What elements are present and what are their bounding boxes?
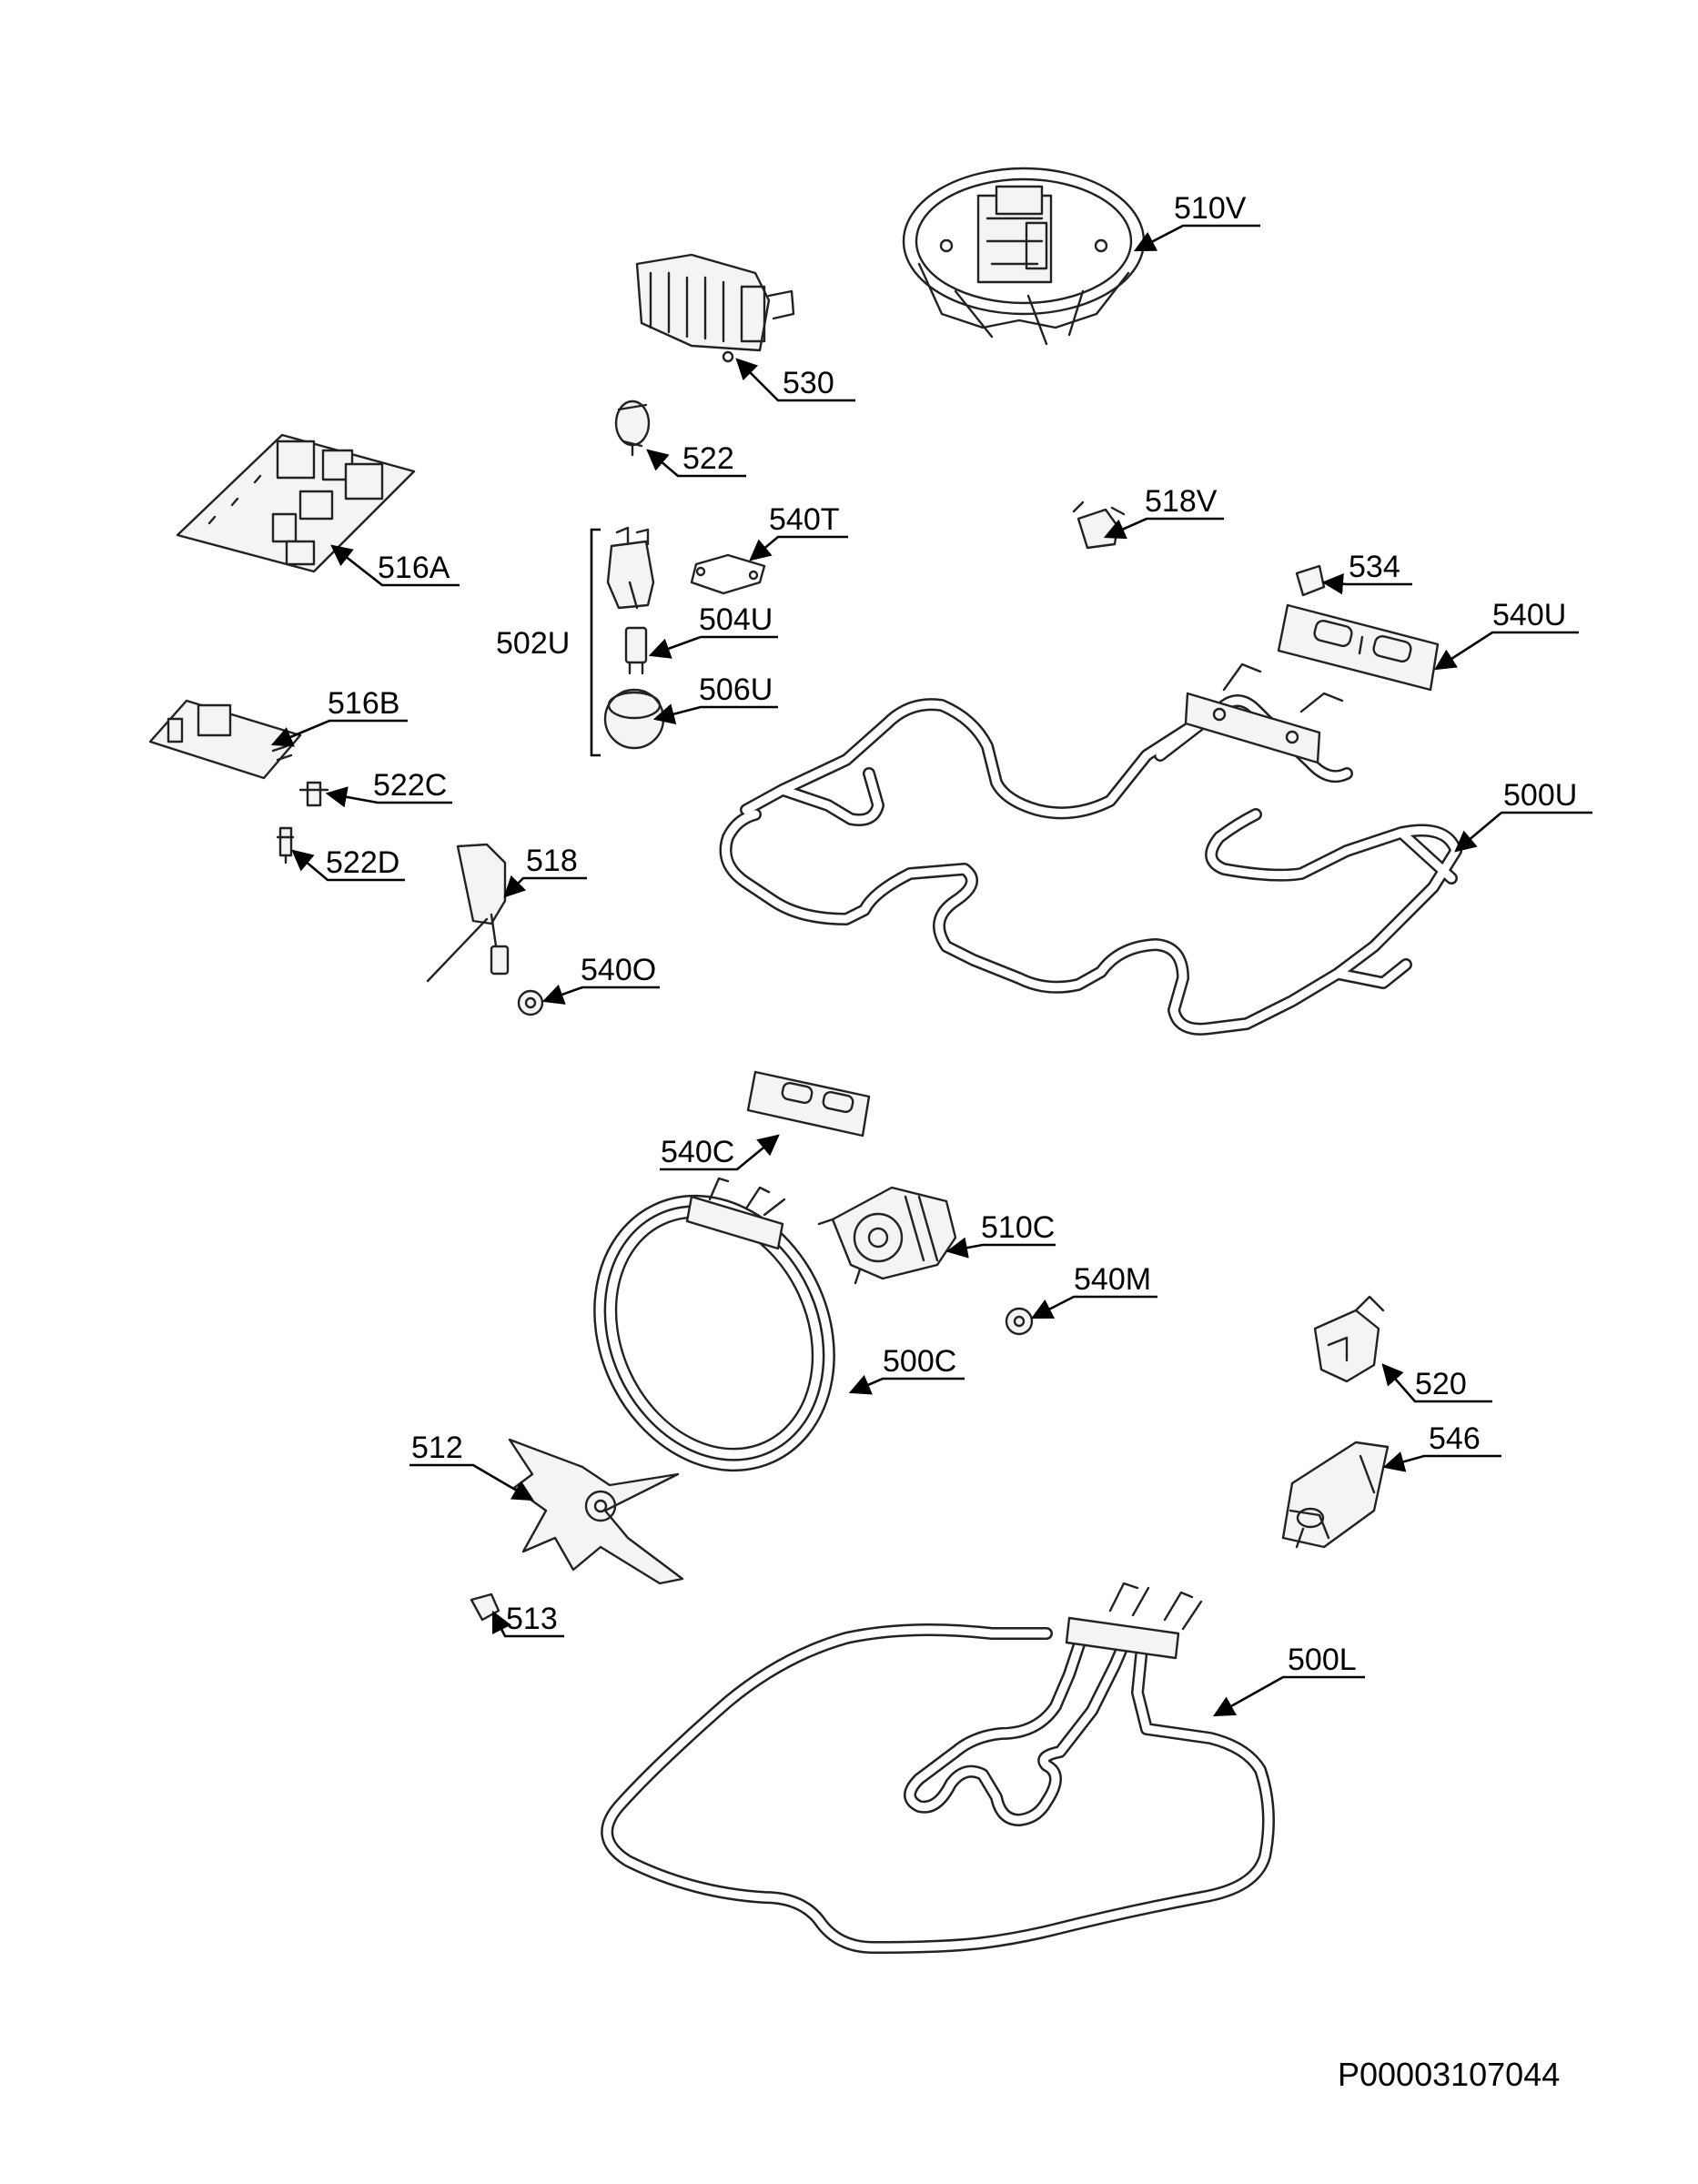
part-530-terminal-block xyxy=(635,253,795,363)
part-500U-upper-element xyxy=(719,662,1462,1036)
part-522D-sensor xyxy=(276,826,295,864)
label-518V: 518V xyxy=(1145,484,1218,519)
document-code: P00003107044 xyxy=(1338,2056,1560,2093)
leader-lines xyxy=(270,224,1592,1717)
part-540U-gasket xyxy=(1277,603,1440,692)
label-530: 530 xyxy=(783,366,834,400)
part-510V-fan-motor-assembly xyxy=(902,167,1146,346)
label-518: 518 xyxy=(526,844,578,878)
label-534: 534 xyxy=(1349,550,1400,584)
label-540U: 540U xyxy=(1492,598,1566,632)
part-546-thermostat xyxy=(1281,1441,1390,1549)
part-502U-lamp-cover xyxy=(606,526,655,610)
part-516B-board xyxy=(148,699,302,780)
label-516B: 516B xyxy=(328,686,399,721)
part-518V-switch xyxy=(1072,500,1126,550)
label-500U: 500U xyxy=(1503,778,1577,813)
bracket-502U xyxy=(590,528,601,757)
part-506U-lamp-glass xyxy=(603,688,665,750)
label-540M: 540M xyxy=(1074,1262,1151,1297)
part-540M-grommet xyxy=(1005,1307,1034,1336)
label-500C: 500C xyxy=(883,1344,956,1379)
label-540C: 540C xyxy=(661,1135,734,1169)
part-540O-grommet xyxy=(517,989,544,1016)
label-540O: 540O xyxy=(581,953,656,987)
part-504U-bulb xyxy=(624,626,648,675)
label-520: 520 xyxy=(1415,1367,1467,1401)
part-500C-circular-element xyxy=(593,1177,835,1472)
label-510V: 510V xyxy=(1174,191,1247,226)
label-546: 546 xyxy=(1429,1421,1481,1456)
label-513: 513 xyxy=(506,1602,558,1636)
label-516A: 516A xyxy=(378,551,450,585)
part-500L-lower-element xyxy=(601,1582,1275,1954)
part-540C-gasket xyxy=(746,1070,871,1138)
label-502U: 502U xyxy=(496,626,570,661)
part-522-component xyxy=(614,399,651,457)
label-500L: 500L xyxy=(1288,1643,1357,1677)
part-534-cap xyxy=(1295,564,1326,597)
part-522C-sensor xyxy=(298,781,329,807)
part-512-fan-blade xyxy=(508,1438,684,1585)
label-540T: 540T xyxy=(769,502,840,537)
part-518-probe xyxy=(426,843,510,983)
label-512: 512 xyxy=(411,1431,463,1465)
label-522C: 522C xyxy=(373,768,447,803)
label-510C: 510C xyxy=(981,1210,1055,1245)
label-506U: 506U xyxy=(699,672,773,707)
label-504U: 504U xyxy=(699,602,773,637)
part-516A-control-board xyxy=(176,433,416,573)
part-labels: 510V 530 522 518V 540T 516A 502U 504U 50… xyxy=(326,191,1577,1677)
part-540T-gasket xyxy=(690,553,766,595)
label-522D: 522D xyxy=(326,845,399,880)
part-510C-fan-motor xyxy=(817,1186,957,1285)
label-522: 522 xyxy=(682,441,734,476)
part-520-switch xyxy=(1313,1295,1385,1383)
